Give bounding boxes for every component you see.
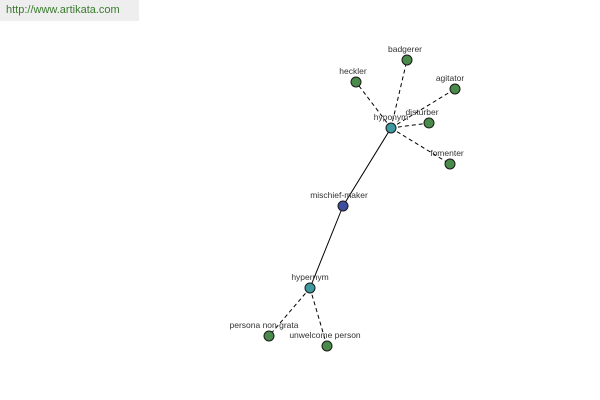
- node-label-heckler: heckler: [339, 66, 367, 76]
- node-agitator[interactable]: agitator: [436, 73, 465, 95]
- node-label-unwelcome-person: unwelcome person: [289, 330, 361, 340]
- edge-hyponym-disturber: [390, 122, 430, 129]
- node-dot-agitator[interactable]: [449, 83, 461, 95]
- source-url-banner[interactable]: http://www.artikata.com: [0, 0, 139, 21]
- node-label-hyponym: hyponym: [374, 112, 409, 122]
- node-dot-unwelcome-person[interactable]: [321, 340, 333, 352]
- node-hypernym[interactable]: hypernym: [291, 272, 329, 294]
- node-dot-hyponym[interactable]: [385, 122, 397, 134]
- node-label-hypernym: hypernym: [291, 272, 328, 282]
- edge-hyponym-badgerer: [390, 59, 408, 129]
- node-label-persona-non-grata: persona non grata: [230, 320, 299, 330]
- edges-layer: [268, 59, 456, 347]
- node-heckler[interactable]: heckler: [339, 66, 367, 88]
- node-center[interactable]: mischief-maker: [310, 190, 368, 212]
- node-badgerer[interactable]: badgerer: [388, 44, 422, 66]
- node-dot-disturber[interactable]: [423, 117, 435, 129]
- node-dot-fomenter[interactable]: [444, 158, 456, 170]
- node-dot-center[interactable]: [337, 200, 349, 212]
- edge-hyponym-agitator: [390, 88, 456, 129]
- edge-hyponym-fomenter: [390, 127, 451, 165]
- node-fomenter[interactable]: fomenter: [430, 148, 464, 170]
- node-disturber[interactable]: disturber: [405, 107, 439, 129]
- node-label-badgerer: badgerer: [388, 44, 422, 54]
- edge-hypernym-persona-non-grata: [268, 287, 311, 337]
- node-label-agitator: agitator: [436, 73, 465, 83]
- node-dot-badgerer[interactable]: [401, 54, 413, 66]
- node-hyponym[interactable]: hyponym: [374, 112, 409, 134]
- nodes-layer: mischief-maker hyponym hypernym badgerer hec…: [230, 44, 465, 352]
- node-dot-heckler[interactable]: [350, 76, 362, 88]
- edge-center-hypernym: [309, 205, 344, 289]
- node-unwelcome-person[interactable]: unwelcome person: [289, 330, 361, 352]
- node-label-disturber: disturber: [405, 107, 438, 117]
- edge-hyponym-heckler: [355, 81, 392, 129]
- node-dot-hypernym[interactable]: [304, 282, 316, 294]
- edge-center-hyponym: [342, 127, 392, 207]
- node-dot-persona-non-grata[interactable]: [263, 330, 275, 342]
- node-label-center: mischief-maker: [310, 190, 368, 200]
- edge-hypernym-unwelcome-person: [309, 287, 328, 347]
- node-persona-non-grata[interactable]: persona non grata: [230, 320, 299, 342]
- node-label-fomenter: fomenter: [430, 148, 464, 158]
